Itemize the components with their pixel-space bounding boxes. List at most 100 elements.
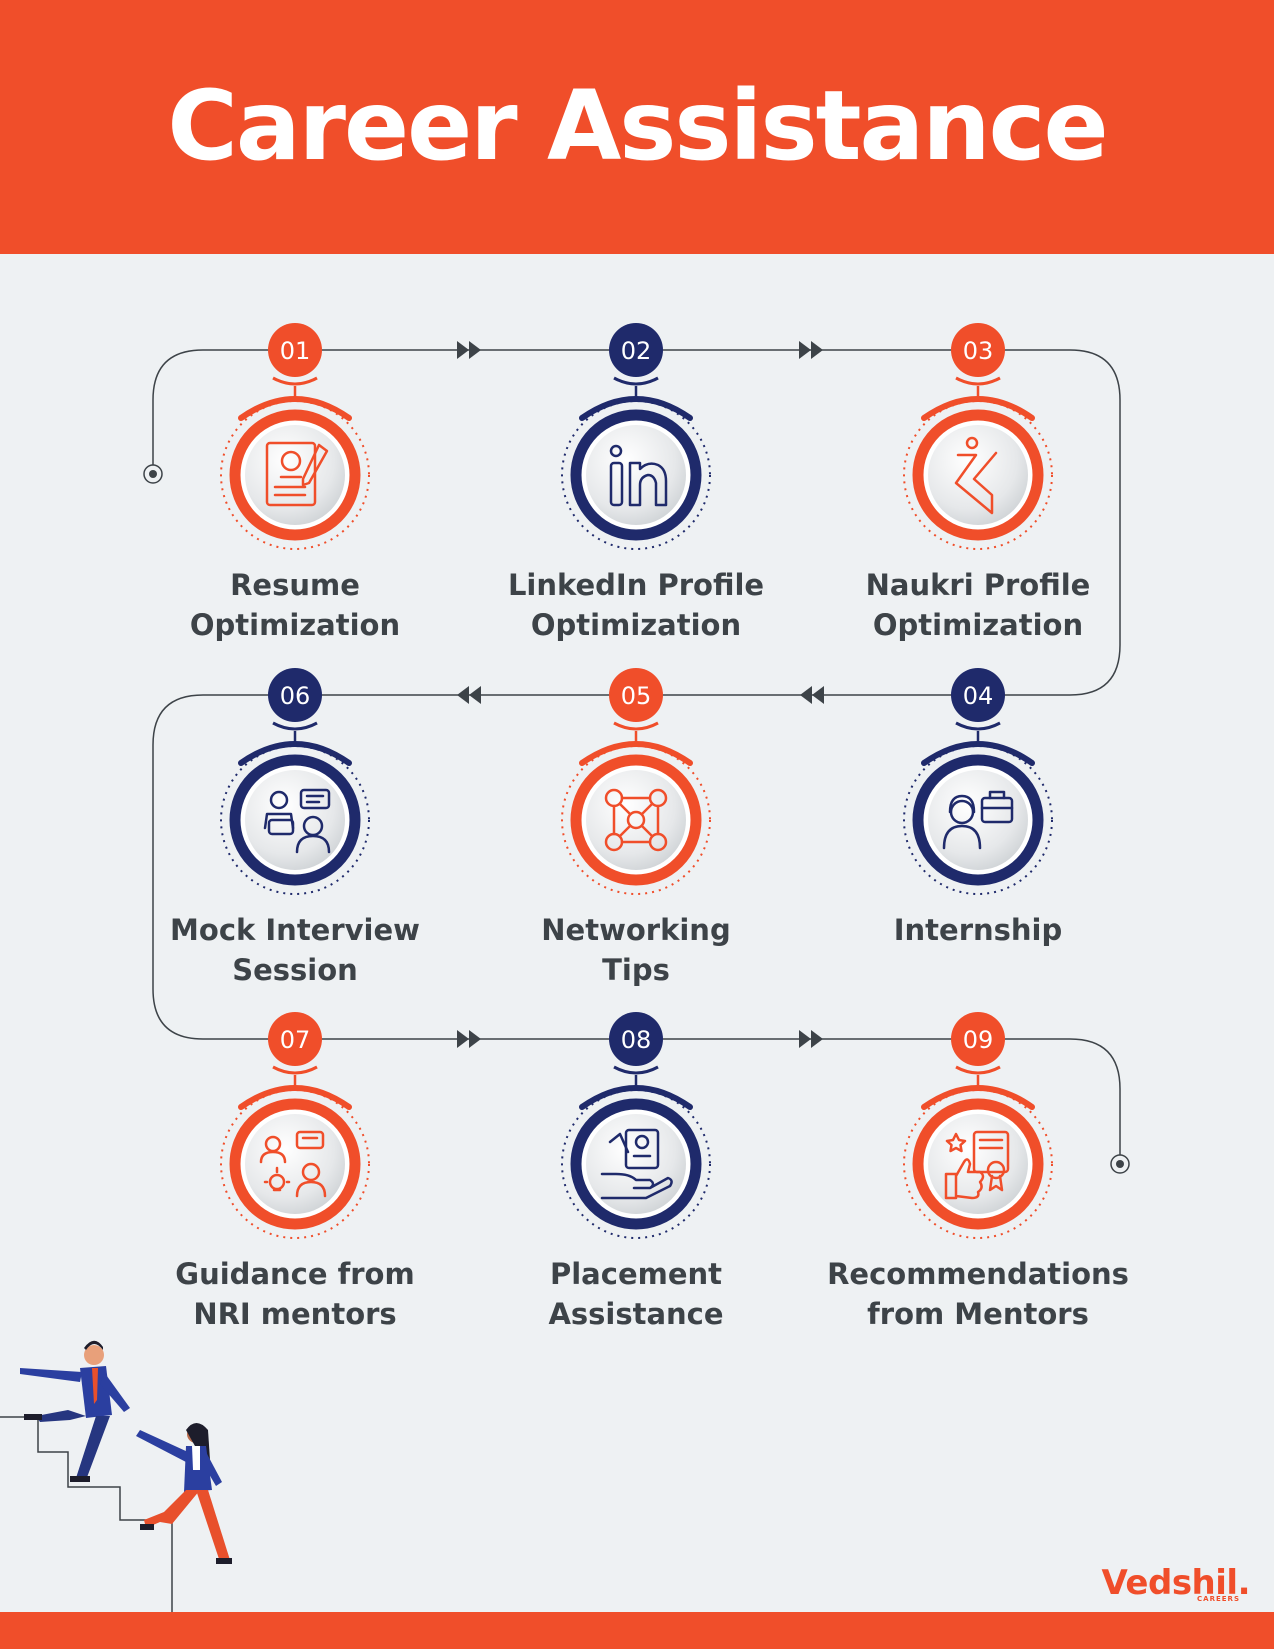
step-number: 04 [963, 682, 994, 710]
icon-disc [928, 1114, 1028, 1214]
step-number-badge [609, 668, 663, 722]
dotted-ring [220, 400, 370, 550]
step-number: 06 [280, 682, 311, 710]
step-number: 07 [280, 1026, 311, 1054]
people-climbing-stairs-illustration [0, 1340, 232, 1620]
step-label-line: Resume [230, 568, 360, 602]
resume-icon [265, 441, 329, 507]
dotted-ring [903, 400, 1053, 550]
step-01: 01 [220, 323, 370, 550]
badge-connector [272, 721, 318, 731]
linkedin-icon [609, 444, 668, 507]
icon-disc [586, 425, 686, 525]
dotted-ring [220, 1089, 370, 1239]
step-08: 08 [561, 1012, 711, 1239]
page-title: Career Assistance [167, 70, 1108, 182]
dotted-ring [903, 1089, 1053, 1239]
dotted-ring [561, 745, 711, 895]
step-number: 01 [280, 337, 311, 365]
step-05: 05 [561, 668, 711, 895]
step-number: 03 [963, 337, 994, 365]
icon-disc [245, 770, 345, 870]
step-number: 02 [621, 337, 652, 365]
icon-disc [245, 1114, 345, 1214]
step-number: 05 [621, 682, 652, 710]
step-label-line: LinkedIn Profile [507, 568, 765, 602]
step-09: 09 [903, 1012, 1053, 1239]
flow-arrow [457, 341, 481, 359]
recommendation-icon [944, 1130, 1010, 1200]
step-label-line: Networking [541, 913, 731, 947]
step-number-badge [951, 323, 1005, 377]
brand-logo-subtitle: CAREERS [1197, 1595, 1240, 1603]
badge-connector [272, 1065, 318, 1075]
dotted-ring [220, 745, 370, 895]
step-07: 07 [220, 1012, 370, 1239]
dotted-ring [903, 745, 1053, 895]
step-number-badge [268, 1012, 322, 1066]
naukri-icon [954, 436, 998, 515]
badge-connector [955, 376, 1001, 386]
brand-logo: Vedshil. [1101, 1563, 1250, 1603]
step-number-badge [951, 668, 1005, 722]
step-label: Recommendations from Mentors [808, 1254, 1148, 1334]
mentor-guidance-icon [259, 1130, 327, 1198]
step-label-line: Session [232, 953, 358, 987]
footer-bar [0, 1612, 1274, 1649]
step-label-line: Optimization [189, 608, 401, 642]
step-label-line: Guidance from [175, 1257, 415, 1291]
step-03: 03 [903, 323, 1053, 550]
badge-connector [955, 721, 1001, 731]
step-label-line: from Mentors [867, 1297, 1089, 1331]
flow-arrow [457, 686, 481, 704]
dotted-ring [561, 1089, 711, 1239]
icon-disc [245, 425, 345, 525]
badge-connector [955, 1065, 1001, 1075]
internship-icon [942, 790, 1014, 850]
step-label-line: Optimization [872, 608, 1084, 642]
badge-connector [613, 721, 659, 731]
flow-arrow [799, 1030, 823, 1048]
badge-connector [613, 376, 659, 386]
step-label-line: Assistance [548, 1297, 724, 1331]
step-number-badge [951, 1012, 1005, 1066]
flow-arrow [799, 341, 823, 359]
flow-arrow [800, 686, 824, 704]
step-number: 09 [963, 1026, 994, 1054]
step-02: 02 [561, 323, 711, 550]
header-banner: Career Assistance [0, 0, 1274, 254]
step-label: Internship [808, 910, 1148, 950]
step-number: 08 [621, 1026, 652, 1054]
step-label-line: Internship [893, 913, 1063, 947]
flow-arrow [457, 1030, 481, 1048]
step-06: 06 [220, 668, 370, 895]
icon-disc [586, 770, 686, 870]
badge-connector [272, 376, 318, 386]
dotted-ring [561, 400, 711, 550]
step-label-line: Naukri Profile [865, 568, 1091, 602]
interview-icon [263, 788, 331, 854]
badge-connector [613, 1065, 659, 1075]
step-label-line: Placement [549, 1257, 723, 1291]
step-label-line: Tips [602, 953, 670, 987]
network-icon [604, 788, 668, 852]
step-04: 04 [903, 668, 1053, 895]
step-label-line: Mock Interview [170, 913, 420, 947]
step-number-badge [268, 323, 322, 377]
step-label-line: Optimization [530, 608, 742, 642]
step-label-line: NRI mentors [193, 1297, 397, 1331]
step-number-badge [609, 323, 663, 377]
step-number-badge [268, 668, 322, 722]
placement-icon [600, 1128, 673, 1200]
icon-disc [586, 1114, 686, 1214]
step-number-badge [609, 1012, 663, 1066]
step-label-line: Recommendations [827, 1257, 1129, 1291]
